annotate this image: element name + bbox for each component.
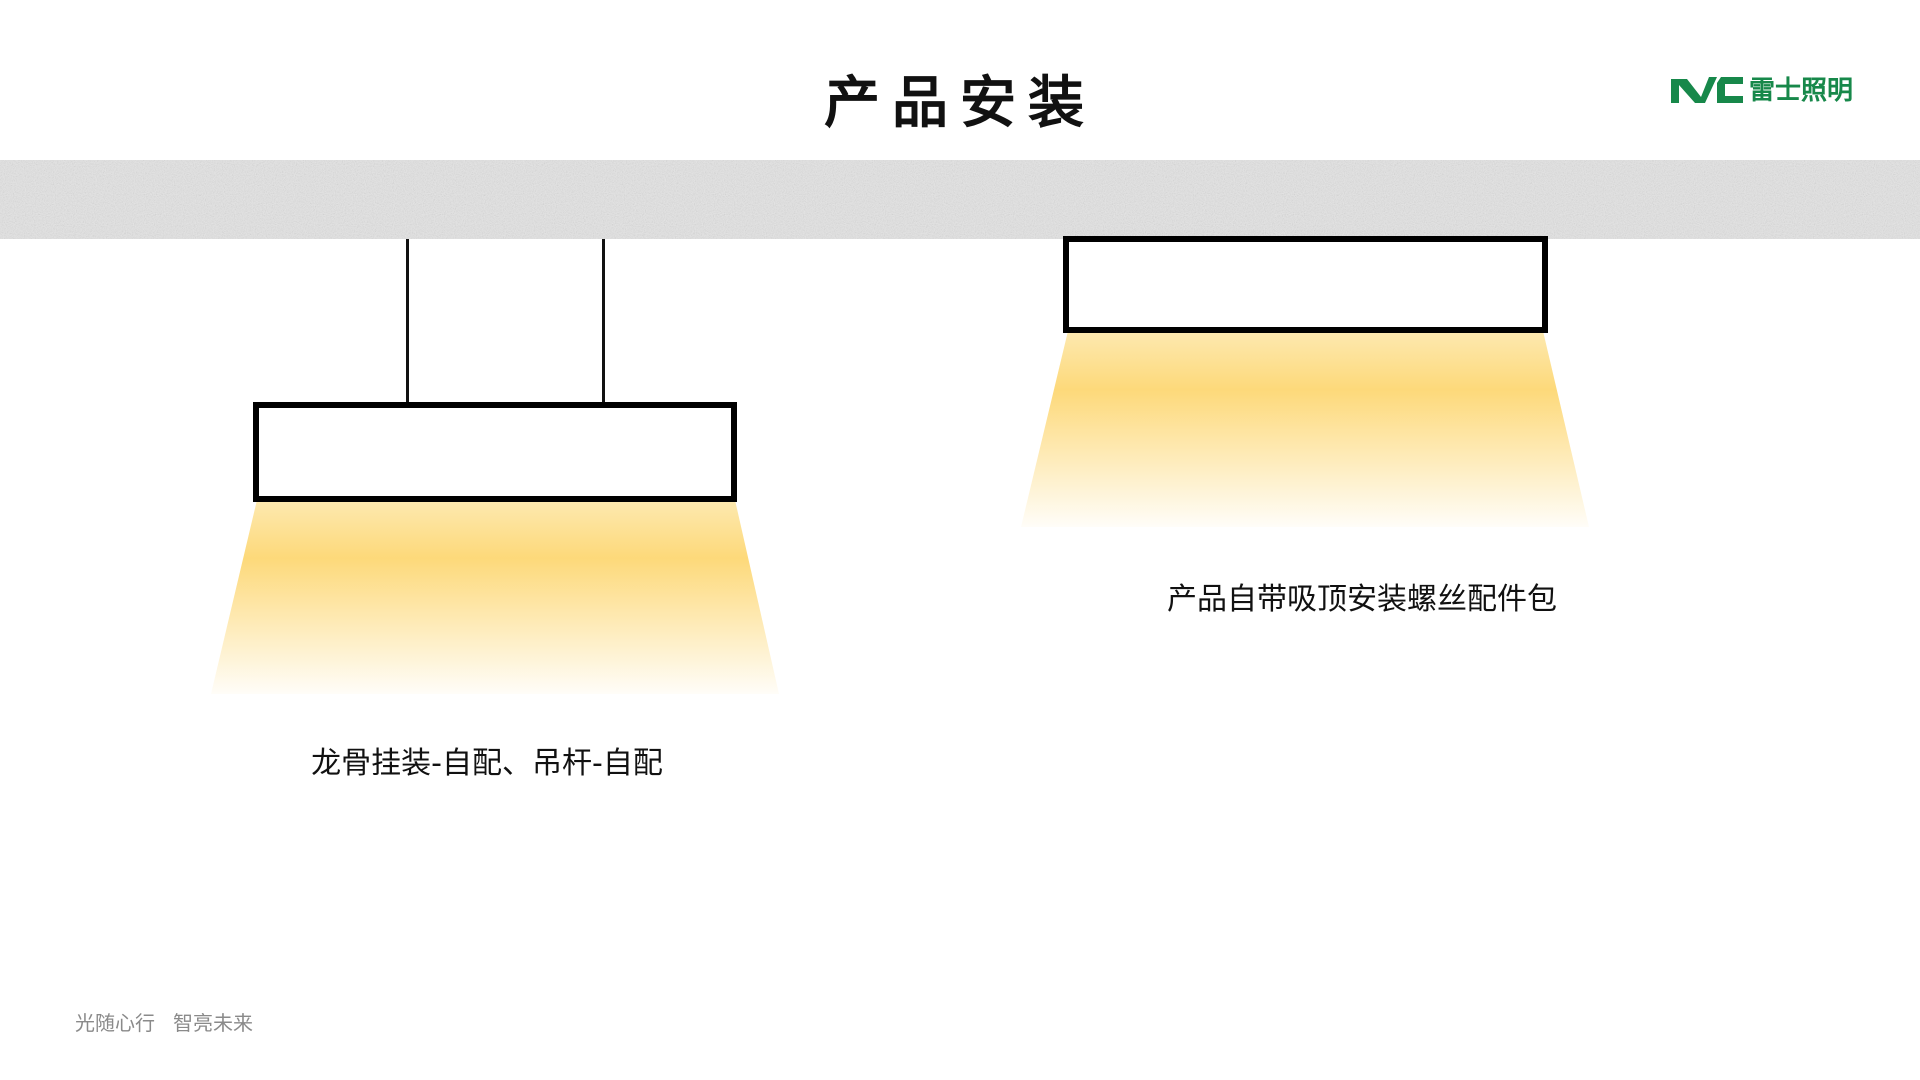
page-title: 产品安装 — [824, 71, 1096, 136]
slogan-1: 光随心行 — [75, 1011, 155, 1035]
ceiling-lamp — [1063, 236, 1548, 333]
brand-logo: 雷士照明 — [1671, 70, 1853, 106]
nvc-logo-icon — [1671, 77, 1743, 103]
suspension-rod — [406, 239, 409, 405]
footer-slogan: 光随心行智亮未来 — [75, 1007, 253, 1036]
ceiling-install-label: 产品自带吸顶安装螺丝配件包 — [1167, 582, 1557, 617]
ceiling-light-beam — [1021, 331, 1589, 527]
slogan-2: 智亮未来 — [173, 1011, 253, 1035]
pendant-install-label: 龙骨挂装-自配、吊杆-自配 — [311, 746, 663, 781]
pendant-light-beam — [211, 500, 779, 694]
pendant-lamp — [253, 402, 737, 502]
suspension-rod — [602, 239, 605, 405]
logo-text: 雷士照明 — [1749, 75, 1854, 106]
ceiling-texture — [0, 160, 1920, 239]
